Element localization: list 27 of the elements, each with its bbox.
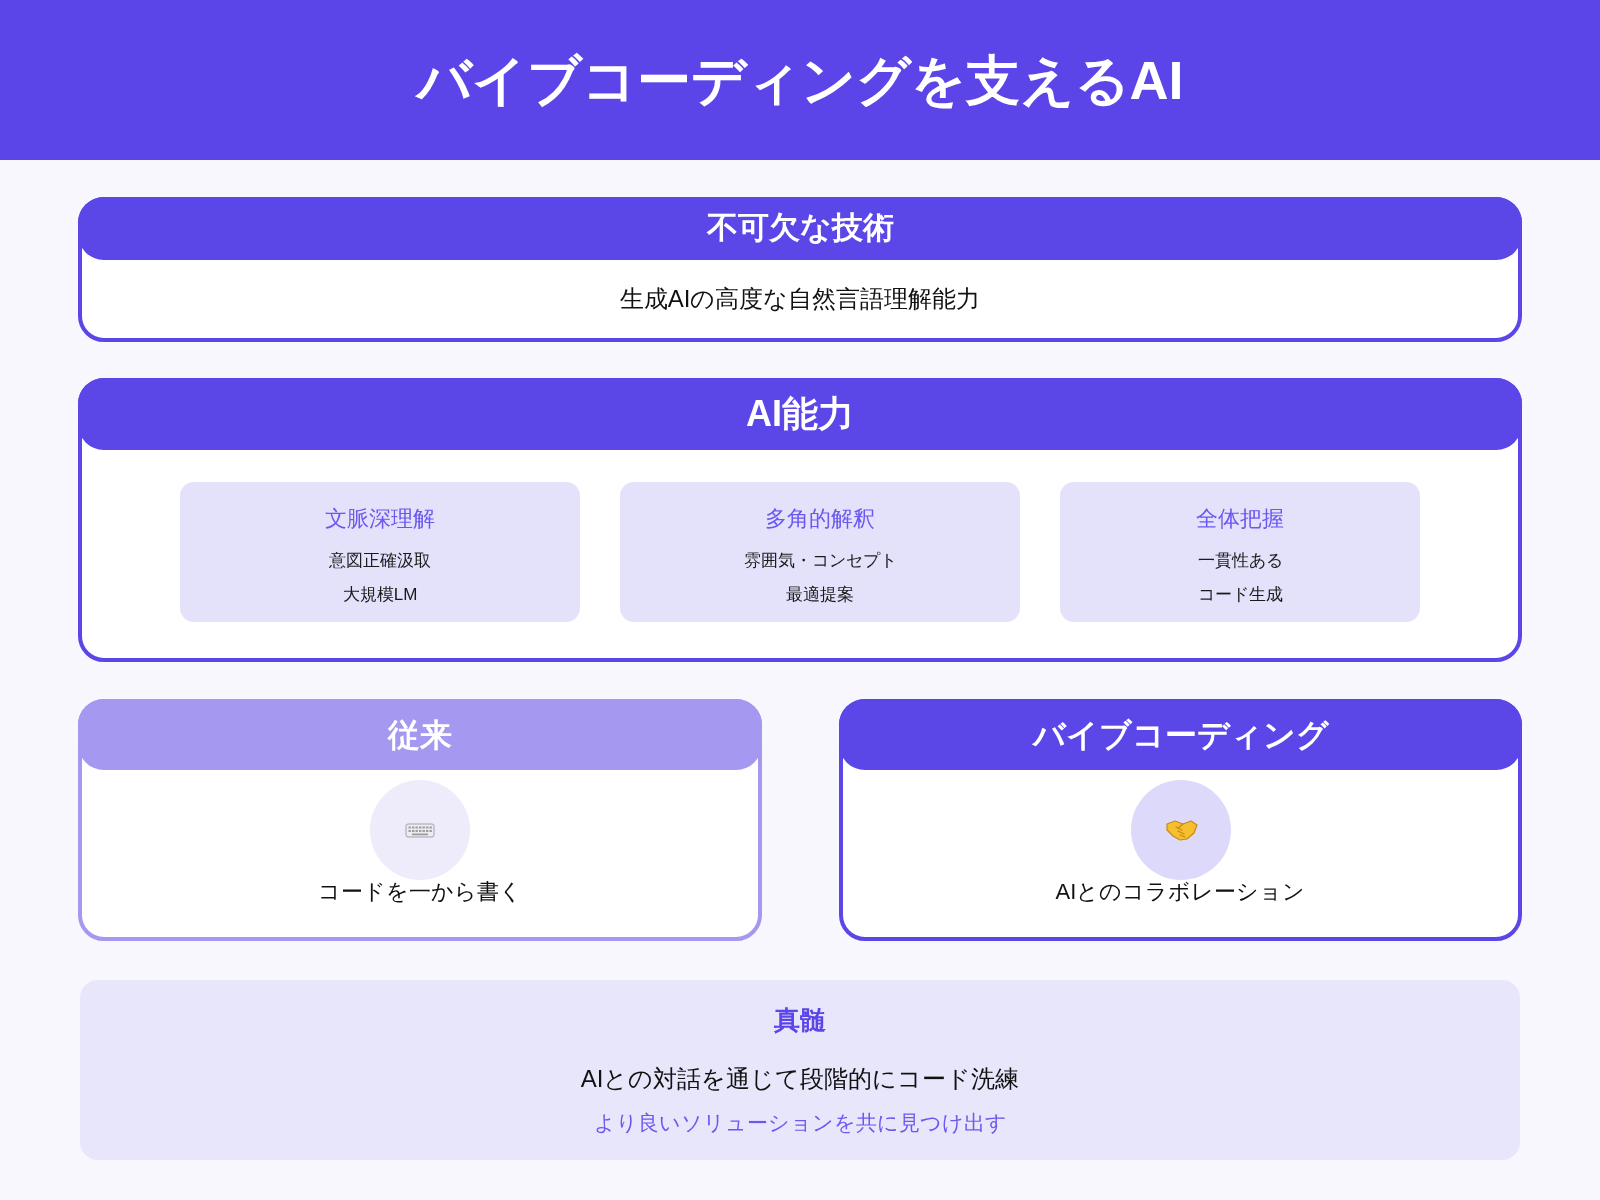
section-text: AIとのコラボレーション [1055,878,1306,906]
card-text: 意図正確汲取 [329,550,431,572]
section-text: コードを一から書く [318,878,522,906]
card-heading: 全体把握 [1196,505,1284,533]
section-heading: 従来 [78,699,762,770]
card-text: コード生成 [1197,584,1283,606]
card-text: 最適提案 [786,584,854,606]
card-heading: 文脈深理解 [325,505,435,533]
section-heading: バイブコーディング [839,699,1522,770]
section-panel [78,699,762,941]
capability-card [1060,482,1420,622]
summary-text: AIとの対話を通じて段階的にコード洗練 [580,1064,1020,1094]
summary-subtext: より良いソリューションを共に見つけ出す [593,1110,1007,1136]
section-heading: 不可欠な技術 [78,197,1522,260]
card-text: 大規模LM [342,584,418,606]
summary-heading: 真髄 [774,1004,826,1037]
card-text: 一貫性ある [1197,550,1283,572]
section-text: 生成AIの高度な自然言語理解能力 [619,284,981,314]
title: バイブコーディングを支えるAI [416,49,1184,112]
card-text: 雰囲気・コンセプト [743,550,897,572]
section-panel [78,378,1522,662]
section-panel [78,197,1522,342]
capability-card [180,482,580,622]
card-heading: 多角的解釈 [765,505,875,533]
capability-card [620,482,1020,622]
section-heading: AI能力 [78,378,1522,450]
section-panel [839,699,1522,941]
